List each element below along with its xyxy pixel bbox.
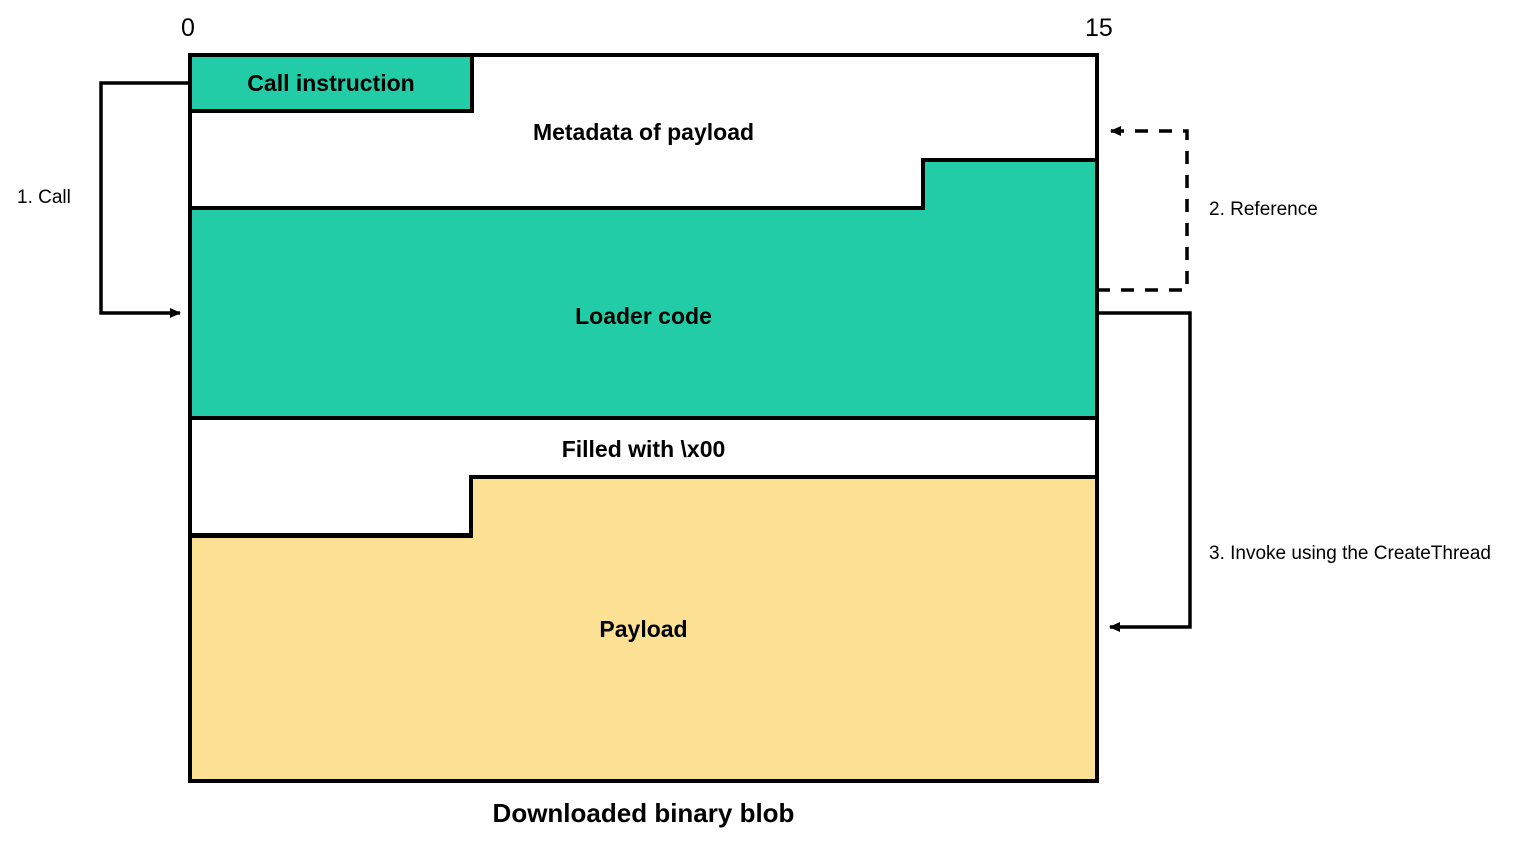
region-label-call-instruction: Call instruction <box>247 70 415 96</box>
region-label-filled-zeros: Filled with \x00 <box>561 436 726 462</box>
region-label-loader-code: Loader code <box>575 303 712 329</box>
axis-tick-start: 0 <box>181 14 195 42</box>
step-2-reference-arrow <box>1097 126 1189 292</box>
diagram-caption: Downloaded binary blob <box>492 798 795 828</box>
step-label-2-reference: 2. Reference <box>1209 199 1318 220</box>
region-payload <box>188 475 1099 783</box>
region-loader-code <box>188 158 1099 420</box>
step-label-1-call: 1. Call <box>17 187 71 208</box>
step-label-3-invoke: 3. Invoke using the CreateThread <box>1209 543 1492 564</box>
step-1-call-arrow <box>99 81 190 318</box>
region-call-instruction <box>188 53 474 113</box>
step-3-invoke-arrow <box>1097 311 1192 632</box>
axis-tick-end: 15 <box>1085 14 1113 42</box>
region-label-payload: Payload <box>599 616 688 642</box>
region-label-metadata: Metadata of payload <box>532 119 755 145</box>
